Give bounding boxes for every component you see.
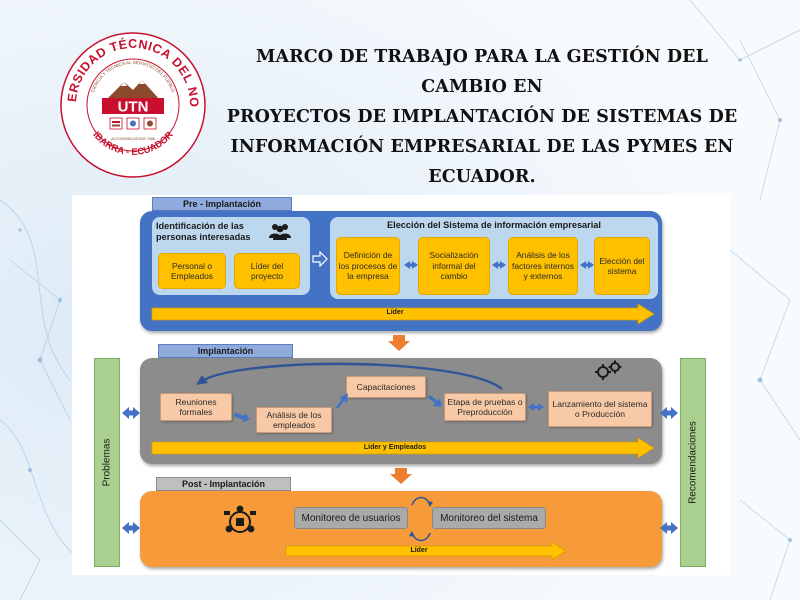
system-monitoring: Monitoreo del sistema bbox=[432, 507, 546, 529]
step-preproduction: Etapa de pruebas o Preproducción bbox=[444, 393, 526, 421]
step-system-election: Elección del sistema bbox=[594, 237, 650, 295]
down-arrow-1 bbox=[388, 335, 410, 351]
pre-arrow-label: Líder bbox=[386, 309, 404, 316]
implantation-arrow-label: Líder y Empleados bbox=[363, 444, 427, 451]
post-leader-arrow bbox=[285, 541, 567, 561]
monitoring-cycle-arrows bbox=[409, 496, 433, 542]
step-formal-meetings: Reuniones formales bbox=[160, 393, 232, 421]
svg-text:AUTONOMÍA DESDE 1986: AUTONOMÍA DESDE 1986 bbox=[111, 137, 155, 141]
stakeholder-employees: Personal o Empleados bbox=[158, 253, 226, 289]
pre-leader-arrow bbox=[151, 303, 655, 325]
step-training: Capacitaciones bbox=[346, 376, 426, 398]
recommendations-label: Recomendaciones bbox=[687, 421, 699, 504]
implantation-arrow bbox=[151, 437, 655, 459]
framework-diagram: Pre - Implantación Identificación de las… bbox=[72, 195, 730, 575]
side-connectors bbox=[122, 407, 678, 534]
step-factor-analysis: Análisis de los factores internos y exte… bbox=[508, 237, 578, 295]
problems-bar bbox=[94, 358, 120, 567]
step-employee-analysis: Análisis de los empleados bbox=[256, 407, 332, 433]
implantation-connectors bbox=[233, 393, 544, 423]
gears-icon bbox=[595, 360, 622, 380]
recommendations-bar bbox=[680, 358, 706, 567]
utn-seal-logo: UNIVERSIDAD TÉCNICA DEL NORTE CIENCIA Y … bbox=[58, 30, 206, 178]
stakeholder-leader: Líder del proyecto bbox=[234, 253, 300, 289]
user-monitoring: Monitoreo de usuarios bbox=[294, 507, 408, 529]
step-connectors bbox=[404, 261, 594, 269]
return-curve-arrow bbox=[196, 362, 503, 390]
step-informal-socialization: Socialización informal del cambio bbox=[418, 237, 490, 295]
implantation-tab: Implantación bbox=[158, 344, 293, 358]
title-line-3: INFORMACIÓN EMPRESARIAL DE LAS PYMES EN bbox=[230, 137, 734, 157]
people-icon bbox=[269, 224, 291, 240]
hollow-right-arrow-icon bbox=[312, 251, 328, 267]
stakeholders-title: Identificación de las personas interesad… bbox=[156, 221, 251, 242]
problems-label: Problemas bbox=[101, 438, 113, 487]
svg-text:UTN: UTN bbox=[118, 99, 149, 116]
pre-implantation-tab: Pre - Implantación bbox=[152, 197, 292, 211]
title-line-4: ECUADOR. bbox=[428, 167, 536, 187]
system-selection-title: Elección del Sistema de información empr… bbox=[387, 220, 601, 230]
title-line-1: MARCO DE TRABAJO PARA LA GESTIÓN DEL CAM… bbox=[255, 47, 709, 97]
step-define-processes: Definición de los procesos de la empresa bbox=[336, 237, 400, 295]
monitoring-process-icon bbox=[224, 505, 256, 533]
title-line-2: PROYECTOS DE IMPLANTACIÓN DE SISTEMAS DE bbox=[226, 107, 738, 127]
down-arrow-2 bbox=[390, 468, 412, 484]
page-title: MARCO DE TRABAJO PARA LA GESTIÓN DEL CAM… bbox=[218, 42, 746, 192]
step-production-launch: Lanzamiento del sistema o Producción bbox=[548, 391, 652, 427]
post-implantation-tab: Post - Implantación bbox=[156, 477, 291, 491]
post-arrow-label: Líder bbox=[410, 547, 428, 554]
